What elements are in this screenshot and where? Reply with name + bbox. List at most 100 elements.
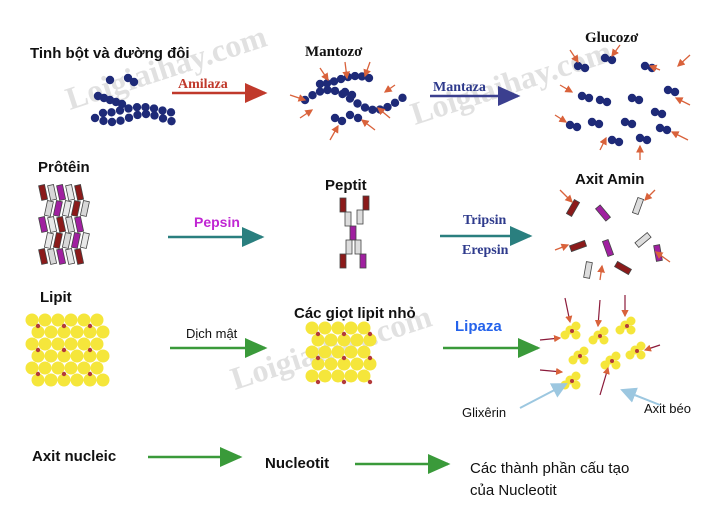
lipid-product-core (598, 334, 602, 338)
droplet-bead (357, 369, 371, 383)
maltose-bead (383, 102, 392, 112)
enzyme-attack-arrow (670, 131, 689, 141)
starch-bead (90, 113, 100, 123)
enzyme-attack-arrow (569, 49, 579, 64)
starch-bead (158, 114, 168, 123)
glucose-bead (657, 109, 667, 119)
enzyme-attack-arrow (289, 94, 307, 102)
protein-segment (47, 248, 58, 265)
glucose-bead (572, 122, 582, 132)
enzyme-attack-arrow (677, 54, 691, 67)
lipid-bead (77, 361, 91, 375)
droplet-bead (363, 357, 377, 371)
peptide-segment (362, 195, 370, 211)
droplet-bead (331, 345, 345, 359)
peptide-segment (339, 197, 347, 213)
droplet-bead (305, 345, 319, 359)
lipid-bead (57, 349, 71, 363)
lipid-link (315, 355, 321, 361)
lipid-link (61, 323, 67, 329)
glucose-bead (607, 135, 617, 145)
lipid-product-bead (571, 321, 581, 331)
lipid-graphic (25, 313, 110, 387)
enzyme-attack-arrow (554, 114, 568, 123)
protein-segment (65, 248, 76, 265)
starch-chain-graphic (90, 73, 176, 127)
lipid-bead (90, 313, 104, 327)
maltose-bead (390, 98, 400, 107)
amino-acid (631, 196, 645, 216)
lipid-link (315, 379, 321, 385)
enzyme-attack-arrow (342, 61, 351, 80)
glucose-bead (614, 137, 624, 147)
protein-segment (43, 232, 54, 249)
maltose-bead (308, 91, 317, 100)
lipid-bead (51, 361, 65, 375)
label-glucozo: Glucozơ (585, 30, 639, 46)
droplet-bead (311, 357, 325, 371)
glucose-bead (650, 107, 660, 117)
peptide-graphic (339, 195, 370, 269)
lipid-link (35, 371, 41, 377)
protein-segment (65, 216, 76, 233)
lipid-product-bead (568, 355, 578, 365)
lipase-attack-arrow (539, 335, 562, 343)
protein-segment (70, 232, 81, 249)
watermark-1: Loigiaihay.com (61, 18, 271, 117)
lipid-product-bead (579, 346, 589, 356)
enzyme-lipaza: Lipaza (455, 318, 502, 335)
droplet-bead (305, 369, 319, 383)
lipid-product-bead (626, 316, 636, 326)
enzyme-attack-arrow (299, 109, 314, 119)
glucose-bead (663, 85, 673, 95)
glucose-bead (635, 133, 645, 143)
label-giot-lipit: Các giọt lipit nhỏ (294, 305, 416, 322)
lipid-droplet-graphic (305, 321, 377, 385)
maltose-bead (340, 87, 350, 97)
enzyme-attack-arrow (644, 189, 656, 201)
lipid-link (341, 379, 347, 385)
glucose-bead (573, 61, 583, 71)
glucose-bead (595, 95, 605, 105)
label-lipit: Lipit (40, 289, 72, 306)
glucose-bead (655, 123, 665, 133)
glucose-bead (600, 53, 610, 63)
protein-segment (56, 216, 67, 233)
lipid-product-core (570, 329, 574, 333)
enzyme-attack-arrow (648, 64, 661, 73)
glucose-bead (577, 91, 587, 101)
glucose-bead (607, 55, 617, 65)
maltose-bead (368, 105, 377, 114)
starch-bead (133, 110, 142, 120)
lipid-product-bead (615, 325, 625, 335)
enzyme-attack-arrow (559, 84, 574, 93)
starch-bead (150, 111, 159, 120)
droplet-bead (337, 333, 351, 347)
label-components-line1: Các thành phần cấu tạo (470, 460, 629, 477)
starch-bead (116, 116, 125, 125)
lipid-bead (25, 313, 39, 327)
lipid-product-bead (571, 380, 581, 390)
lipase-attack-arrow (643, 344, 661, 352)
lipid-product-core (635, 349, 639, 353)
enzyme-attack-arrow (554, 243, 570, 251)
lipid-bead (64, 313, 78, 327)
enzyme-attack-arrow (597, 264, 605, 281)
lipid-product-core (578, 354, 582, 358)
protein-segment (38, 248, 49, 265)
lipid-link (315, 331, 321, 337)
label-dich-mat: Dịch mật (186, 326, 238, 341)
protein-graphic (38, 184, 90, 265)
lipid-bead (96, 349, 110, 363)
lipid-bead (83, 373, 97, 387)
label-axit-amin: Axit Amin (575, 171, 644, 188)
protein-segment (70, 200, 81, 217)
enzyme-attack-arrow (377, 107, 391, 119)
peptide-segment (339, 253, 347, 269)
lipid-link (35, 347, 41, 353)
lipid-product-bead (588, 335, 598, 345)
peptide-segment (344, 211, 352, 227)
maltose-bead (353, 113, 363, 123)
maltose-bead (350, 71, 360, 81)
